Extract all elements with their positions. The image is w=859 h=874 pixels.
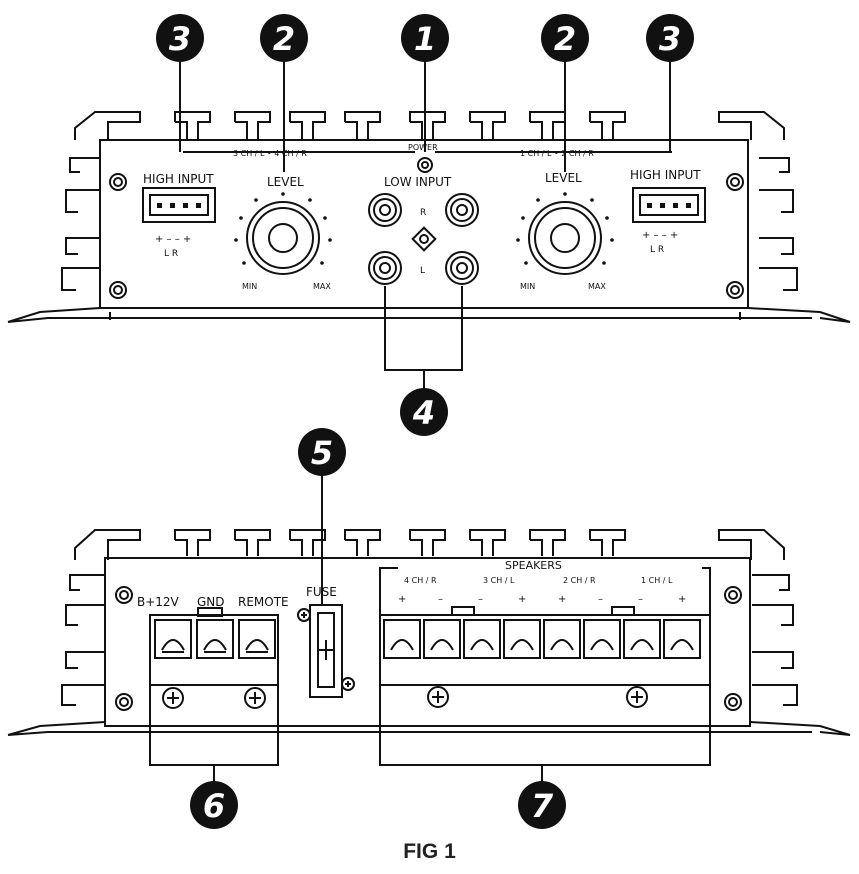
speaker-polarity: – [438,594,443,605]
min-label-left: MIN [242,282,257,291]
high-input-polarity-right: + – – + [642,230,678,241]
fuse-holder[interactable] [297,604,355,698]
callout-3-right: 3 [646,14,694,62]
callout-3-left: 3 [156,14,204,62]
level-label-left: LEVEL [267,175,304,189]
heatsink-fins-top-rear [174,529,626,556]
front-faceplate [99,139,749,309]
remote-label: REMOTE [238,595,289,609]
heatsink-fins-top [174,111,626,140]
power-label: POWER [408,143,438,152]
level-label-right: LEVEL [545,171,582,185]
callout-2-right: 2 [541,14,589,62]
callout-6: 6 [190,781,238,829]
speaker-polarity: – [598,594,603,605]
svg-text:7: 7 [531,787,554,825]
min-label-right: MIN [520,282,535,291]
speaker-terminal-block[interactable] [379,567,711,766]
speaker-ch2r-label: 2 CH / R [563,576,596,585]
power-terminal-block[interactable] [149,607,279,766]
heatsink-fins-side-rear [61,574,798,706]
level-scale-dots [234,192,614,265]
high-input-connector-right[interactable] [632,187,706,223]
svg-text:2: 2 [554,20,576,58]
speaker-ch3l-label: 3 CH / L [483,576,515,585]
channel-label-left: 3 CH / L • 4 CH / R [233,149,307,158]
svg-text:4: 4 [412,394,435,432]
gnd-label: GND [197,595,225,609]
speaker-polarity: + [678,594,686,605]
speaker-ch4r-label: 4 CH / R [404,576,437,585]
svg-text:3: 3 [169,20,191,58]
svg-text:3: 3 [659,20,681,58]
speaker-polarity: + [518,594,526,605]
svg-text:2: 2 [273,20,295,58]
rear-panel-view [7,470,851,785]
callout-4: 4 [400,388,448,436]
low-input-label: LOW INPUT [384,175,452,189]
high-input-connector-left[interactable] [142,187,216,223]
max-label-right: MAX [588,282,606,291]
speakers-label: SPEAKERS [505,559,562,572]
high-input-label-left: HIGH INPUT [143,172,214,186]
speaker-polarity: – [478,594,483,605]
high-input-lr-right: L R [650,245,664,255]
svg-text:5: 5 [311,434,333,472]
svg-text:6: 6 [203,787,225,825]
fuse-label: FUSE [306,585,337,599]
callout-1: 1 [401,14,449,62]
front-panel-view [7,58,851,395]
callout-2-left: 2 [260,14,308,62]
rca-l-label: L [420,266,425,276]
max-label-left: MAX [313,282,331,291]
speaker-ch1l-label: 1 CH / L [641,576,673,585]
high-input-label-right: HIGH INPUT [630,168,701,182]
figure-caption: FIG 1 [403,840,456,863]
rca-jacks[interactable] [368,193,479,285]
level-knob-left[interactable] [246,201,320,275]
high-input-lr-left: L R [164,249,178,259]
callout-5: 5 [298,428,346,476]
rca-r-label: R [420,208,426,218]
rear-faceplate [104,557,751,727]
channel-label-right: 1 CH / L • 2 CH / R [520,149,594,158]
b12v-label: B+12V [137,595,180,609]
heatsink-fins-side [61,157,798,291]
callout-7: 7 [518,781,566,829]
level-knob-right[interactable] [528,201,602,275]
high-input-polarity-left: + – – + [155,234,191,245]
speaker-polarity: + [558,594,566,605]
svg-text:1: 1 [414,20,436,58]
speaker-polarity: – [638,594,643,605]
power-led [417,157,433,173]
speaker-polarity: + [398,594,406,605]
